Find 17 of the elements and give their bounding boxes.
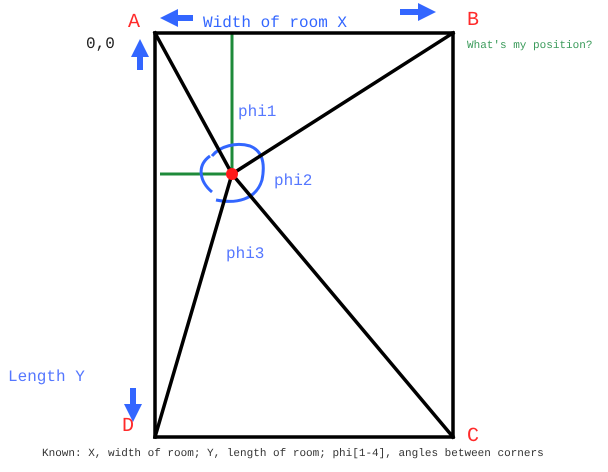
corner-label: B [453,11,479,33]
position-dot [226,168,238,180]
origin-label: 0,0 [86,36,115,52]
sight-line [234,176,455,439]
corner-label: A [128,13,155,33]
question-text: What's my position? [467,41,592,52]
dimension-label: Length Y [8,369,85,385]
angle-label: phi3 [226,246,264,262]
angle-label: phi2 [274,173,312,189]
angle-label: phi1 [238,104,276,120]
sight-line [153,178,232,439]
sight-line [235,31,455,173]
caption: Known: X, width of room; Y, length of room; phi[1-4], angles between corners [42,449,544,460]
room-wall [153,31,157,439]
corner-label: C [453,427,479,447]
dimension-label: Width of room X [203,15,348,31]
corner-label: D [122,417,155,437]
